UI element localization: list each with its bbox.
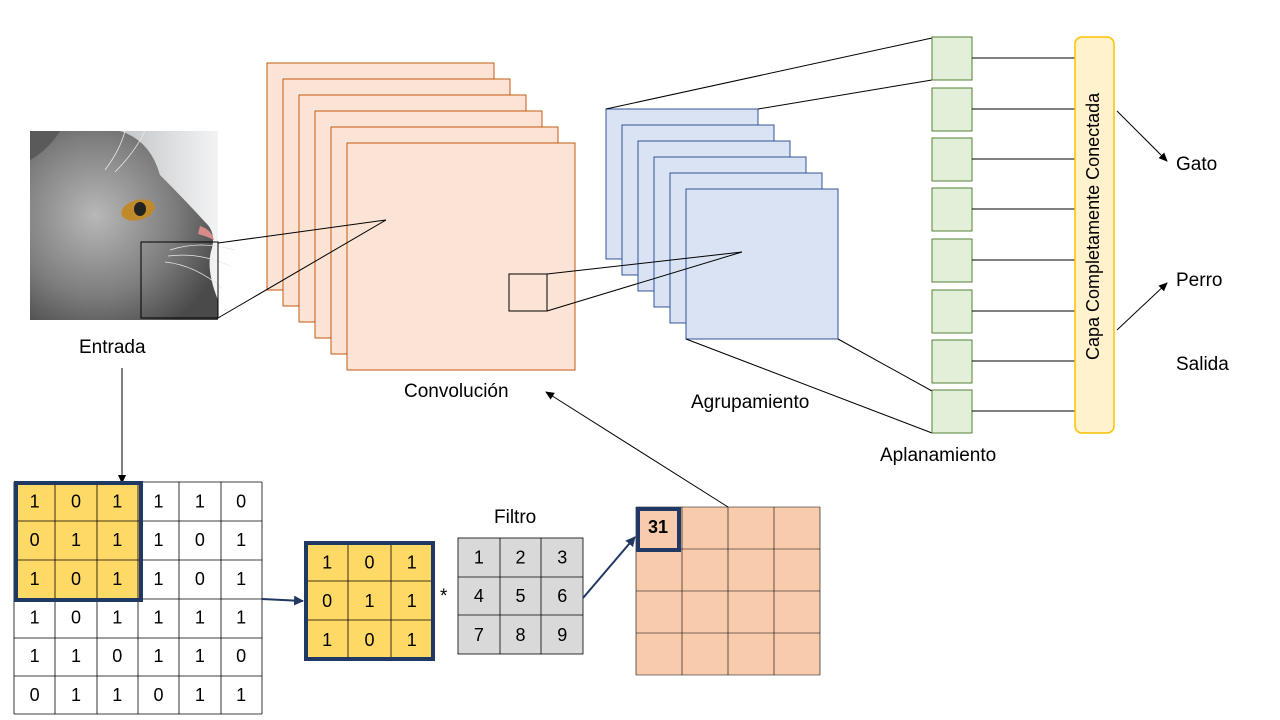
convolution-feature-maps — [266, 62, 576, 371]
patch-cell: 1 — [322, 630, 332, 650]
input-matrix-cell: 1 — [30, 491, 40, 511]
projection-lines — [217, 37, 933, 434]
input-matrix-cell: 1 — [195, 491, 205, 511]
input-matrix-cell: 1 — [112, 685, 122, 705]
input-matrix-cell: 1 — [71, 530, 81, 550]
input-matrix-cell: 0 — [71, 491, 81, 511]
convolution-operator: * — [440, 586, 448, 607]
input-matrix-cell: 1 — [71, 646, 81, 666]
input-matrix-cell: 0 — [71, 607, 81, 627]
label-fully-connected: Capa Completamente Conectada — [1083, 92, 1103, 360]
filter-cell: 1 — [474, 547, 484, 567]
pooling-feature-maps — [605, 108, 839, 340]
filter-cell: 4 — [474, 586, 484, 606]
input-matrix-cell: 1 — [71, 685, 81, 705]
label-class-cat: Gato — [1176, 154, 1218, 175]
filter-matrix: 1 2 3 4 5 6 7 8 9 — [457, 537, 584, 655]
input-matrix-cell: 1 — [112, 491, 122, 511]
input-matrix-cell: 1 — [30, 607, 40, 627]
patch-cell: 1 — [364, 591, 374, 611]
output-grid: 31 — [635, 506, 821, 676]
label-filter: Filtro — [494, 507, 537, 528]
flatten-column — [931, 36, 973, 434]
input-matrix-cell: 1 — [112, 569, 122, 589]
filter-cell: 2 — [516, 547, 526, 567]
input-matrix-cell: 1 — [154, 569, 164, 589]
input-matrix-cell: 0 — [112, 646, 122, 666]
input-matrix-cell: 0 — [154, 685, 164, 705]
patch-cell: 0 — [364, 630, 374, 650]
input-matrix-cell: 1 — [30, 646, 40, 666]
input-matrix-cell: 1 — [236, 685, 246, 705]
input-matrix-cell: 0 — [30, 685, 40, 705]
patch-cell: 1 — [322, 552, 332, 572]
filter-cell: 5 — [516, 586, 526, 606]
patch-cell: 0 — [322, 591, 332, 611]
arrow-to-cat — [1116, 110, 1168, 162]
input-matrix-cell: 1 — [154, 646, 164, 666]
label-flatten: Aplanamiento — [880, 445, 997, 466]
input-matrix-cell: 1 — [236, 569, 246, 589]
label-class-dog: Perro — [1176, 270, 1223, 291]
input-matrix-cell: 1 — [236, 530, 246, 550]
input-matrix-cell: 0 — [30, 530, 40, 550]
input-matrix-cell: 0 — [195, 530, 205, 550]
filter-cell: 7 — [474, 625, 484, 645]
input-matrix: 1 0 1 1 1 0 0 1 1 1 0 1 1 0 1 1 0 1 1 0 1 1 1 1 1 1 0 1 1 0 0 1 1 0 1 1 — [13, 481, 263, 715]
input-matrix-cell: 1 — [195, 646, 205, 666]
arrow-to-dog — [1116, 282, 1168, 331]
patch-cell: 1 — [407, 630, 417, 650]
patch-cell: 0 — [364, 552, 374, 572]
input-matrix-cell: 1 — [30, 569, 40, 589]
patch-cell: 1 — [407, 552, 417, 572]
fully-connected-layer — [1074, 36, 1115, 434]
filter-cell: 9 — [557, 625, 567, 645]
flatten-to-fc-lines — [972, 57, 1075, 412]
arrow-matrix-to-patch — [261, 595, 304, 606]
input-matrix-cell: 1 — [195, 685, 205, 705]
input-matrix-cell: 1 — [195, 607, 205, 627]
highlighted-patch: 1 0 1 0 1 1 1 0 1 — [304, 541, 435, 661]
filter-cell: 3 — [557, 547, 567, 567]
input-cat-image — [30, 130, 236, 320]
arrow-output-to-convolution — [545, 391, 729, 508]
filter-cell: 8 — [516, 625, 526, 645]
input-matrix-cell: 0 — [195, 569, 205, 589]
label-convolution: Convolución — [404, 381, 509, 402]
label-input: Entrada — [79, 337, 146, 358]
input-matrix-cell: 0 — [236, 646, 246, 666]
input-matrix-cell: 1 — [154, 530, 164, 550]
input-matrix-cell: 1 — [112, 530, 122, 550]
label-pooling: Agrupamiento — [691, 392, 810, 413]
input-matrix-cell: 0 — [236, 491, 246, 511]
arrow-filter-to-output — [582, 536, 636, 599]
input-matrix-cell: 1 — [112, 607, 122, 627]
label-output: Salida — [1176, 354, 1229, 375]
input-matrix-cell: 1 — [154, 607, 164, 627]
input-matrix-cell: 1 — [236, 607, 246, 627]
input-matrix-cell: 1 — [154, 491, 164, 511]
patch-cell: 1 — [407, 591, 417, 611]
filter-cell: 6 — [557, 586, 567, 606]
output-value: 31 — [648, 517, 668, 537]
input-matrix-cell: 0 — [71, 569, 81, 589]
